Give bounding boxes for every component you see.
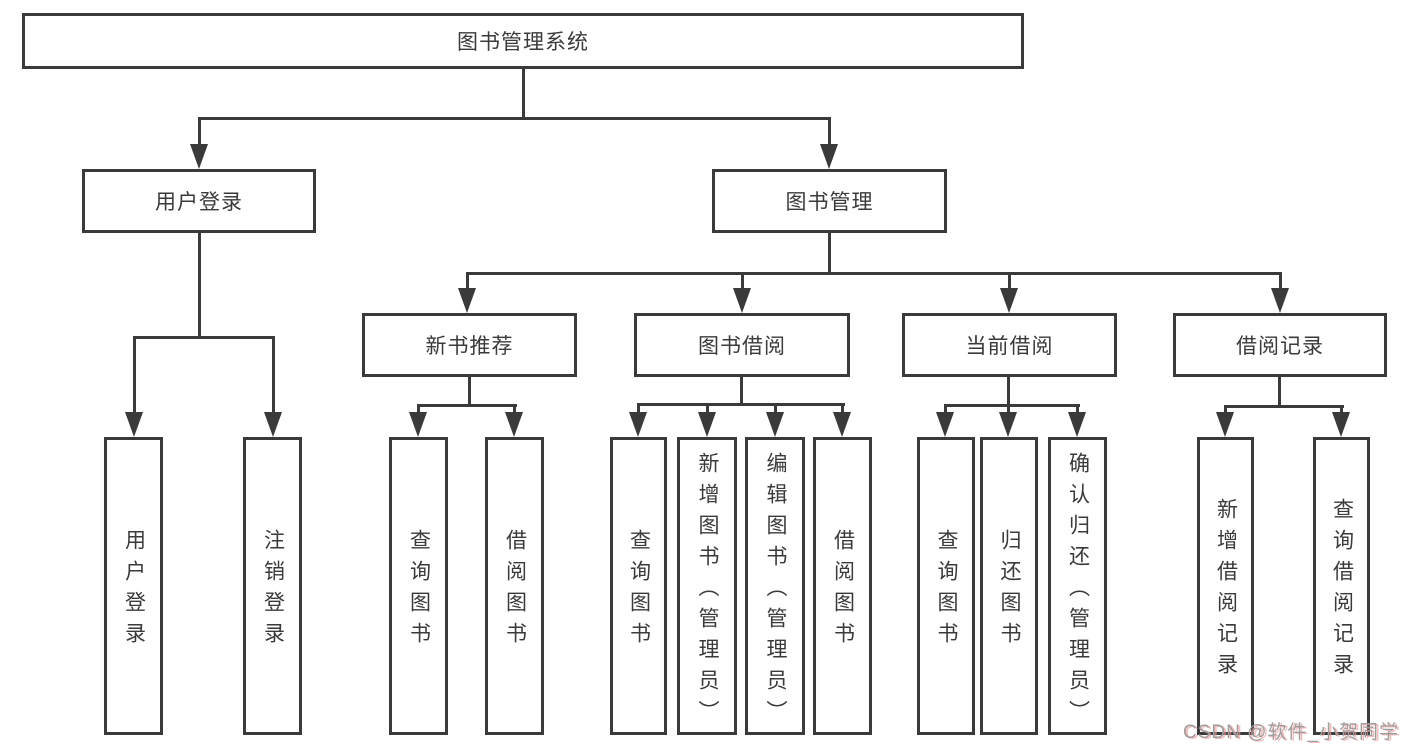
leaf-label: 查询图书 — [627, 529, 651, 653]
connector-line — [637, 403, 845, 406]
arrowhead-down-icon — [766, 412, 784, 437]
leaf-query-borrow-record: 查询借阅记录 — [1313, 437, 1370, 735]
node-current-borrow: 当前借阅 — [902, 313, 1117, 377]
leaf-label: 借阅图书 — [831, 529, 855, 653]
node-new-book-recommend: 新书推荐 — [362, 313, 577, 377]
connector-line — [272, 338, 275, 414]
node-label: 图书管理系统 — [457, 31, 589, 54]
connector-line — [1007, 377, 1010, 406]
connector-line — [466, 272, 1282, 275]
arrowhead-down-icon — [1216, 412, 1234, 437]
watermark: CSDN @软件_小贺同学 — [1183, 722, 1399, 743]
arrowhead-down-icon — [936, 412, 954, 437]
connector-line — [828, 119, 831, 147]
arrowhead-down-icon — [733, 288, 751, 313]
leaf-query-book-recommend: 查询图书 — [389, 437, 448, 735]
connector-line — [1340, 407, 1343, 415]
leaf-label: 查询图书 — [935, 529, 958, 653]
arrowhead-down-icon — [820, 144, 838, 169]
node-book-borrow: 图书借阅 — [634, 313, 850, 377]
leaf-query-book-borrow: 查询图书 — [610, 437, 667, 735]
connector-line — [513, 406, 516, 416]
connector-line — [740, 377, 743, 405]
node-label: 图书管理 — [785, 191, 874, 214]
connector-line — [944, 406, 947, 415]
arrowhead-down-icon — [1000, 288, 1018, 313]
connector-line — [944, 404, 1080, 407]
node-book-management: 图书管理 — [712, 169, 947, 233]
leaf-query-book-current: 查询图书 — [917, 437, 975, 735]
connector-line — [774, 405, 777, 415]
node-label: 用户登录 — [155, 191, 243, 214]
leaf-borrow-book-borrow: 借阅图书 — [813, 437, 872, 735]
leaf-add-book-admin: 新增图书（管理员） — [677, 437, 737, 735]
node-user-login: 用户登录 — [82, 169, 316, 233]
arrowhead-down-icon — [698, 412, 716, 437]
node-label: 新书推荐 — [425, 335, 514, 358]
connector-line — [198, 233, 201, 339]
arrowhead-down-icon — [629, 412, 647, 437]
leaf-label: 编辑图书（管理员） — [764, 451, 787, 731]
leaf-label: 查询图书 — [407, 529, 431, 653]
arrowhead-down-icon — [1068, 412, 1086, 437]
connector-line — [133, 336, 275, 339]
connector-line — [466, 274, 469, 290]
arrowhead-down-icon — [1332, 412, 1350, 437]
arrowhead-down-icon — [190, 144, 208, 169]
arrowhead-down-icon — [999, 412, 1017, 437]
connector-line — [1007, 406, 1010, 415]
leaf-label: 查询借阅记录 — [1330, 498, 1354, 684]
connector-line — [1224, 407, 1227, 415]
arrowhead-down-icon — [458, 288, 476, 313]
connector-line — [417, 406, 420, 416]
leaf-return-book: 归还图书 — [980, 437, 1038, 735]
connector-line — [198, 119, 201, 147]
arrowhead-down-icon — [833, 412, 851, 437]
connector-line — [522, 68, 525, 120]
leaf-label: 确认归还（管理员） — [1066, 451, 1090, 731]
leaf-logout: 注销登录 — [243, 437, 302, 735]
leaf-label: 借阅图书 — [503, 529, 527, 653]
connector-line — [1278, 377, 1281, 407]
leaf-label: 用户登录 — [122, 529, 146, 653]
leaf-edit-book-admin: 编辑图书（管理员） — [745, 437, 805, 735]
leaf-label: 注销登录 — [261, 529, 285, 653]
connector-line — [417, 404, 517, 407]
connector-line — [828, 233, 831, 275]
leaf-borrow-book-recommend: 借阅图书 — [485, 437, 544, 735]
node-borrow-records: 借阅记录 — [1173, 313, 1387, 377]
leaf-label: 归还图书 — [998, 529, 1021, 653]
connector-line — [133, 338, 136, 414]
arrowhead-down-icon — [1271, 288, 1289, 313]
leaf-label: 新增借阅记录 — [1214, 498, 1238, 684]
leaf-user-login: 用户登录 — [104, 437, 163, 735]
connector-line — [1224, 405, 1344, 408]
arrowhead-down-icon — [409, 412, 427, 437]
node-label: 借阅记录 — [1236, 335, 1324, 358]
connector-line — [841, 405, 844, 415]
arrowhead-down-icon — [125, 412, 143, 437]
connector-line — [741, 274, 744, 290]
connector-line — [1279, 274, 1282, 290]
node-label: 图书借阅 — [698, 335, 786, 358]
connector-line — [637, 405, 640, 415]
arrowhead-down-icon — [264, 412, 282, 437]
connector-line — [706, 405, 709, 415]
connector-line — [198, 117, 831, 120]
connector-line — [1076, 406, 1079, 415]
arrowhead-down-icon — [505, 412, 523, 437]
leaf-label: 新增图书（管理员） — [696, 451, 719, 731]
leaf-add-borrow-record: 新增借阅记录 — [1197, 437, 1254, 735]
connector-line — [1008, 274, 1011, 290]
node-label: 当前借阅 — [965, 335, 1054, 358]
leaf-confirm-return-admin: 确认归还（管理员） — [1048, 437, 1107, 735]
connector-line — [468, 377, 471, 407]
node-library-system: 图书管理系统 — [22, 13, 1024, 69]
